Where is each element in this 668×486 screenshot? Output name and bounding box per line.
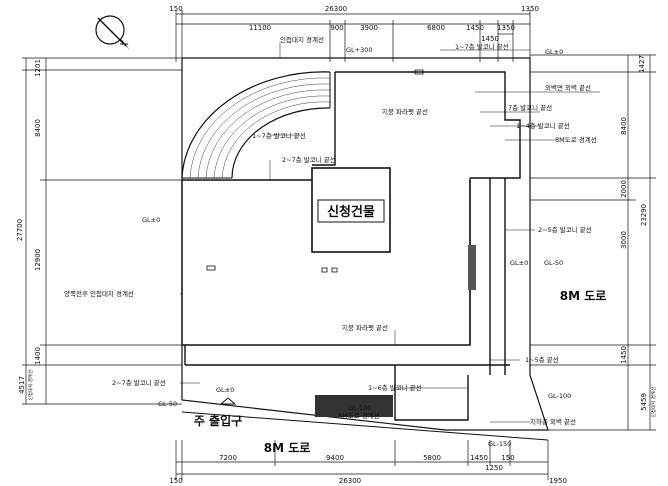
dim-bottom-seg-5: 1250 [485, 464, 503, 472]
note-gl-road: GL-100 [348, 404, 371, 412]
site-boundary [181, 57, 549, 431]
dim-top-seg-3: 3900 [360, 24, 378, 32]
dim-left-top: 1201 [34, 59, 42, 77]
dim-right-top: 1427 [638, 55, 646, 73]
dim-bottom-seg-4: 1450 [470, 454, 488, 462]
dim-right-upper: 8400 [620, 117, 628, 135]
dim-top-sub-seg: 1450 [481, 35, 499, 43]
note-gl-bottom-corner: GL-150 [488, 440, 511, 448]
dim-left-bottom: 1400 [34, 347, 42, 365]
dim-left-lower: 12900 [34, 249, 42, 271]
note-gl-right-inner: GL±0 [510, 259, 528, 267]
dim-left-upper: 8400 [34, 119, 42, 137]
dim-top-right-margin: 1350 [521, 5, 539, 13]
note-floors-2-7-balcony-mid: 2~7층 발코니 끝선 [282, 155, 336, 164]
dim-bottom-right-margin: 1950 [549, 477, 567, 485]
dim-top-total: 26300 [325, 5, 347, 13]
dim-bottom-seg-3: 5800 [423, 454, 441, 462]
right-dimensions [530, 54, 656, 431]
note-adjacent-building-boundary: 양쪽전후 인접대지 경계선 [64, 289, 134, 298]
dim-top-seg-1: 11100 [249, 24, 271, 32]
note-gl-top: GL+300 [346, 46, 373, 54]
note-ground-exterior: 지하층 외벽 끝선 [530, 417, 576, 426]
note-road-boundary-bottom: 8M도로 경계선 [338, 411, 380, 420]
note-floors-1-7-balcony-top: 1~7층 발코니 끝선 [455, 42, 509, 51]
note-floors-1-5-balcony: 1~5층 끝선 [525, 355, 559, 364]
dim-right-small-note: 인접대지 경계선 [650, 387, 657, 417]
dim-top-left-margin: 150 [169, 5, 182, 13]
north-arrow-icon [95, 15, 130, 50]
note-floors-1-6-balcony: 1~6층 발코니 끝선 [368, 383, 422, 392]
road-right-label: 8M 도로 [560, 289, 607, 303]
note-adjacent-boundary-top: 인접대지 경계선 [280, 35, 324, 44]
dim-left-total: 27700 [16, 219, 24, 241]
note-floors-2-5-balcony: 2~5층 발코니 끝선 [538, 225, 592, 234]
new-building-label: 신청건물 [327, 204, 375, 220]
road-bottom-label: 8M 도로 [264, 441, 311, 455]
note-floors-1-4-balcony: 1~4층 발코니 끝선 [516, 121, 570, 130]
curved-balcony [181, 71, 331, 179]
note-gl-top-right: GL±0 [545, 48, 563, 56]
road-boundary-line [181, 411, 549, 441]
annotation-leaders [180, 42, 600, 423]
entrance-marker-icon [219, 397, 237, 405]
dim-bottom-left-margin: 150 [169, 477, 182, 485]
dim-bottom-seg-2: 9400 [326, 454, 344, 462]
note-gl-right-outer: GL-50 [544, 259, 563, 267]
note-road-boundary-right: 8M도로 경계선 [555, 135, 597, 144]
dim-right-total: 23290 [640, 204, 648, 226]
note-floor7-balcony: 7층 발코니 끝선 [508, 103, 552, 112]
main-entrance-label: 주 출입구 [194, 413, 242, 428]
note-parapet-bottom: 지붕 파라펫 끝선 [342, 323, 388, 332]
note-parapet-top: 지붕 파라펫 끝선 [382, 107, 428, 116]
note-gl-bottom-left: GL-50 [158, 400, 177, 408]
dim-right-mid2: 3000 [620, 231, 628, 249]
new-building-box [311, 167, 391, 253]
dim-bottom-small-a: 150 [501, 454, 514, 462]
dim-bottom-total: 26300 [339, 477, 361, 485]
dim-left-small-note: 인접대지 경계선 [27, 370, 34, 400]
bottom-dimensions [175, 440, 549, 480]
note-floors-1-7-balcony-left: 1~7층 발코니 끝선 [252, 131, 306, 140]
dim-right-bottom: 1450 [620, 346, 628, 364]
dim-top-seg-2: 900 [330, 24, 343, 32]
shaded-block-bottom [315, 395, 393, 417]
dim-top-seg-5: 1450 [466, 24, 484, 32]
note-exterior-wall: 외벽면 외벽 끝선 [545, 83, 591, 92]
dim-left-small-bottom: 4517 [18, 376, 26, 394]
dim-top-seg-4: 6800 [427, 24, 445, 32]
left-dimensions [22, 57, 182, 405]
shaded-block-right [468, 245, 476, 290]
note-floors-2-7-balcony-bottom: 2~7층 발코니 끝선 [112, 378, 166, 387]
top-dimensions [175, 10, 531, 62]
dim-right-small-bottom: 5459 [640, 393, 648, 411]
note-gl-left: GL±0 [142, 216, 160, 224]
note-gl-bottom-inner: GL±0 [216, 386, 234, 394]
note-gl-bottom-right: GL-100 [548, 392, 571, 400]
dim-bottom-seg-1: 7200 [219, 454, 237, 462]
dim-top-seg-6: 1350 [497, 24, 515, 32]
dim-right-mid: 2000 [620, 180, 628, 198]
